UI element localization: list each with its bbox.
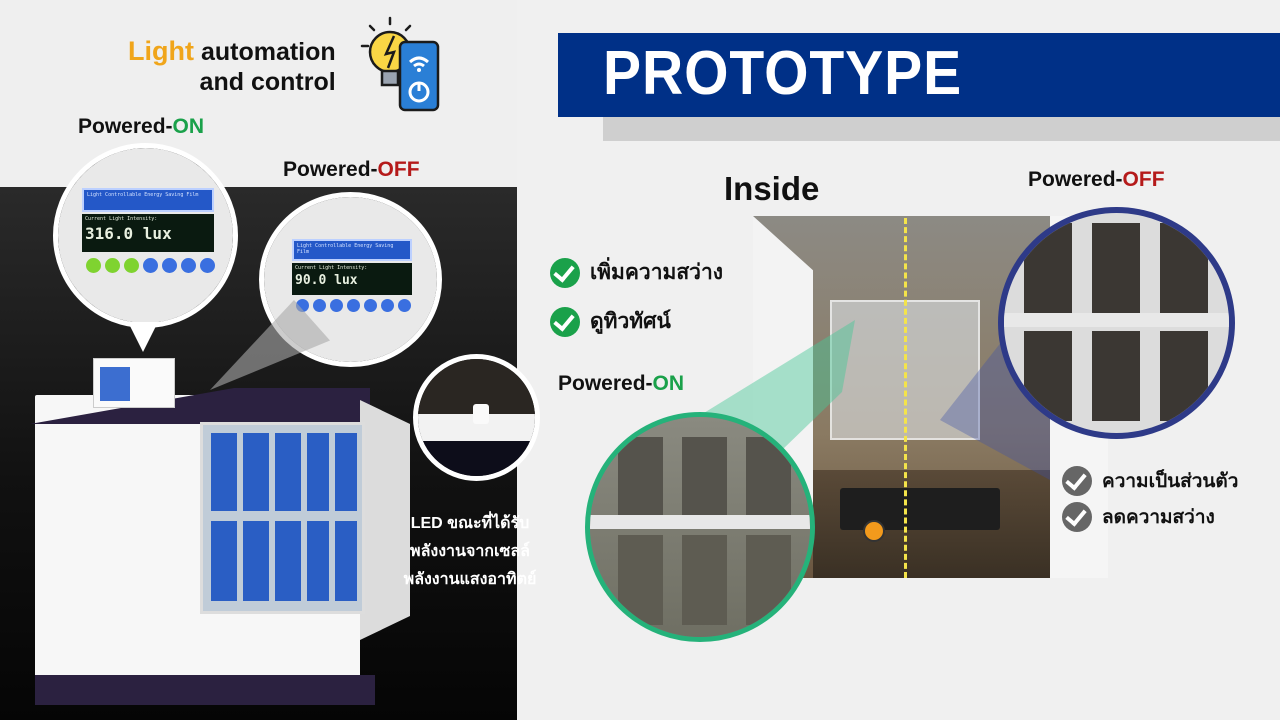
sensor-zoom	[413, 354, 540, 481]
room-lamp	[863, 520, 885, 542]
page-title: PROTOTYPE	[603, 39, 963, 108]
lcd-reading-off: Current Light Intensity: 90.0 lux	[292, 263, 412, 295]
powered-off-label-right: Powered-OFF	[1028, 168, 1165, 191]
film-off-zoom	[998, 207, 1235, 439]
device-lcd-unit	[93, 358, 175, 408]
check-icon	[1062, 502, 1092, 532]
title-light-word: Light	[128, 36, 194, 66]
benefit-reduce-brightness: ลดความสว่าง	[1062, 502, 1215, 532]
lcd-header: Light Controllable Energy Saving Film	[82, 188, 214, 212]
check-icon	[1062, 466, 1092, 496]
title-banner	[558, 33, 1280, 117]
check-icon	[550, 257, 580, 288]
powered-off-label-left: Powered-OFF	[283, 158, 420, 181]
device-base	[35, 675, 375, 705]
lcd-on-zoom: Light Controllable Energy Saving Film Cu…	[53, 143, 238, 328]
film-on-zoom	[585, 412, 815, 642]
led-caption: LED ขณะที่ได้รับ พลังงานจากเซลล์ พลังงาน…	[403, 515, 537, 588]
powered-on-label-right: Powered-ON	[558, 372, 685, 395]
title-automation: automation	[200, 38, 336, 66]
benefit-privacy: ความเป็นส่วนตัว	[1062, 466, 1238, 496]
benefit-brightness: เพิ่มความสว่าง	[550, 256, 723, 289]
lightbulb-phone-power-icon	[360, 16, 440, 112]
device-side	[360, 400, 410, 640]
check-icon	[550, 306, 580, 337]
lcd-header-off: Light Controllable Energy Saving Film	[292, 239, 412, 261]
divider-dashed-line	[904, 218, 907, 578]
app-title: Light automation and control	[128, 36, 336, 97]
title-line-2: and control	[199, 68, 336, 96]
benefit-view: ดูทิวทัศน์	[550, 305, 671, 338]
inside-label: Inside	[724, 170, 820, 207]
lcd-reading: Current Light Intensity: 316.0 lux	[82, 214, 214, 252]
powered-on-label-left: Powered-ON	[78, 115, 205, 138]
device-film-window	[200, 422, 365, 614]
